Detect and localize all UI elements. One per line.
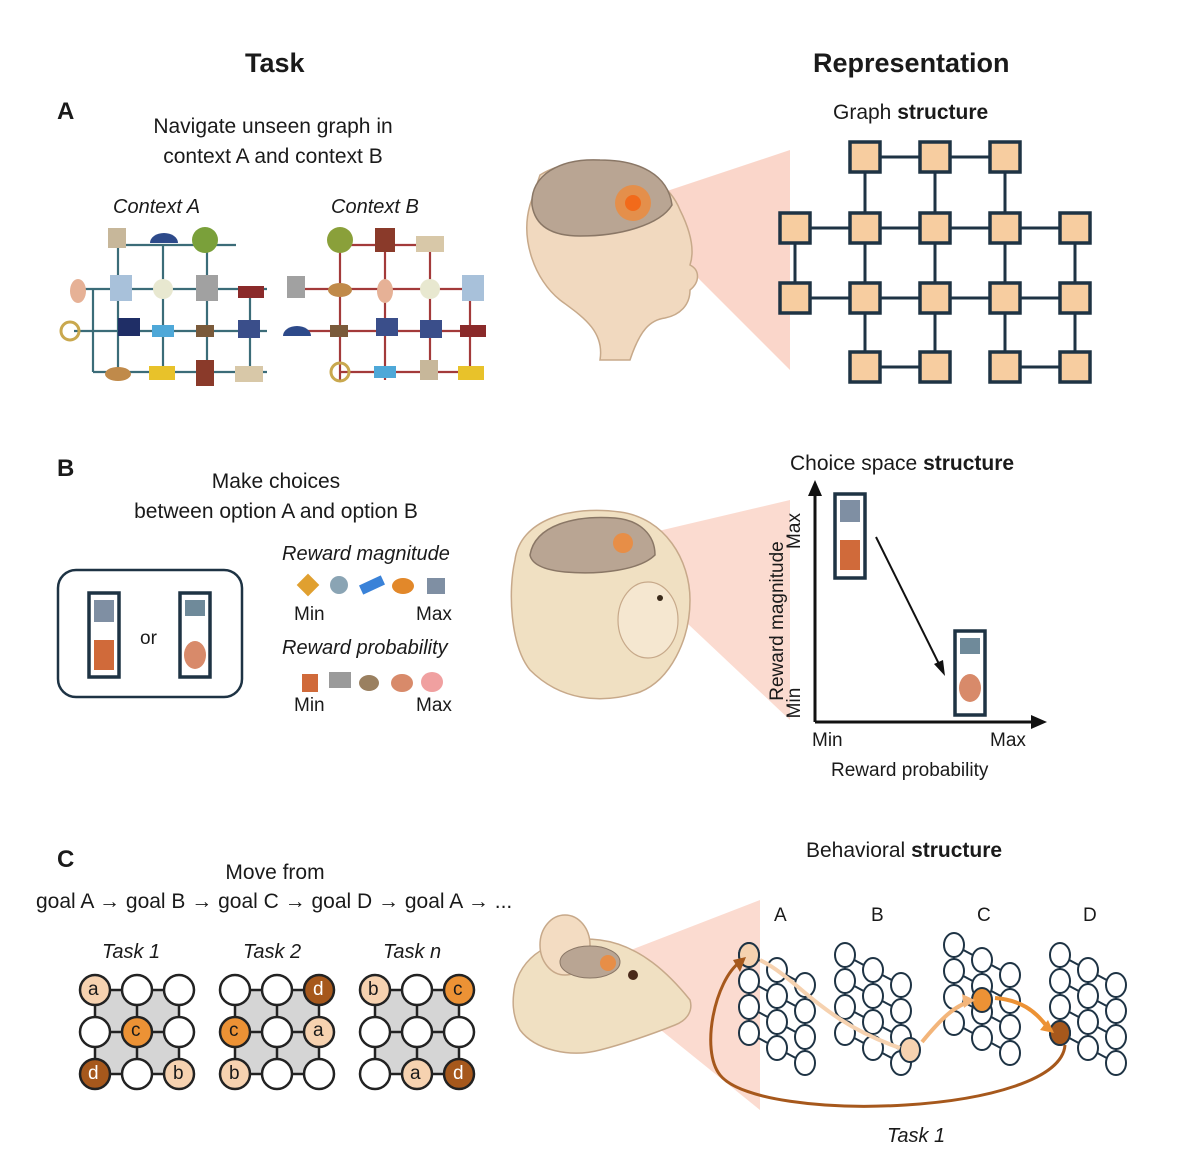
magnitude-min: Min — [294, 604, 325, 625]
task-n-label: Task n — [383, 941, 442, 963]
context-b-icons — [283, 227, 486, 383]
or-label: or — [140, 628, 157, 649]
graph-nodes — [778, 140, 1092, 384]
context-b-graph — [296, 243, 474, 380]
task-header: Task — [245, 48, 305, 78]
panel-a-instruction: Navigate unseen graph in context A and c… — [88, 112, 458, 172]
probability-min: Min — [294, 695, 325, 716]
choice-space-title: Choice space structure — [790, 452, 1015, 475]
x-axis-min: Min — [812, 730, 843, 751]
magnitude-max: Max — [416, 604, 452, 625]
task-2-label: Task 2 — [243, 941, 302, 963]
probability-max: Max — [416, 695, 452, 716]
panel-b-instruction: Make choices between option A and option… — [90, 467, 462, 527]
task-n-goal-b: b — [368, 979, 379, 1000]
task-1-label: Task 1 — [102, 941, 161, 963]
context-a-icons — [59, 227, 264, 386]
map-label-d: D — [1083, 905, 1097, 926]
panel-b-letter: B — [57, 455, 75, 482]
task-2-goal-c: c — [229, 1020, 239, 1041]
behavioral-structure-title: Behavioral structure — [806, 839, 1003, 862]
task-n-goal-a: a — [410, 1063, 421, 1084]
context-b-label: Context B — [331, 196, 419, 218]
panel-a-instruction-line2: context A and context B — [163, 145, 383, 168]
task-1-goal-b: b — [173, 1063, 184, 1084]
task-1-goal-a: a — [88, 979, 99, 1000]
graph-structure-title: Graph structure — [833, 101, 989, 124]
map-label-c: C — [977, 905, 991, 926]
task-1-grid — [78, 973, 196, 1091]
context-a-label: Context A — [113, 196, 201, 218]
panel-c-instruction-line2: goal A → goal B → goal C → goal D → goal… — [36, 890, 513, 913]
task-n-goal-d: d — [453, 1063, 464, 1084]
task-2-goal-d: d — [313, 979, 324, 1000]
panel-b-instruction-line2: between option A and option B — [134, 500, 418, 523]
panel-c-instruction-line1: Move from — [225, 861, 325, 884]
task-1-goal-c: c — [131, 1020, 141, 1041]
panel-a-instruction-line1: Navigate unseen graph in — [153, 115, 393, 138]
task-2-goal-b: b — [229, 1063, 240, 1084]
map-label-b: B — [871, 905, 884, 926]
panel-b-instruction-line1: Make choices — [211, 470, 341, 493]
task-1-goal-d: d — [88, 1063, 99, 1084]
task-n-grid — [358, 973, 476, 1091]
task-n-goal-c: c — [453, 979, 463, 1000]
task-2-goal-a: a — [313, 1020, 324, 1041]
brain-focus-c — [600, 955, 616, 971]
reward-probability-label: Reward probability — [282, 637, 448, 659]
map-b — [834, 942, 912, 1076]
x-axis-label: Reward probability — [831, 760, 989, 781]
map-label-a: A — [774, 905, 787, 926]
task-1-loop-label: Task 1 — [887, 1125, 946, 1147]
panel-a-letter: A — [57, 98, 75, 125]
task-2-grid — [218, 973, 336, 1091]
x-axis-max: Max — [990, 730, 1026, 751]
representation-header: Representation — [813, 48, 1010, 78]
panel-c-letter: C — [57, 846, 75, 873]
brain-focus-b — [613, 533, 633, 553]
reward-magnitude-label: Reward magnitude — [282, 543, 450, 565]
